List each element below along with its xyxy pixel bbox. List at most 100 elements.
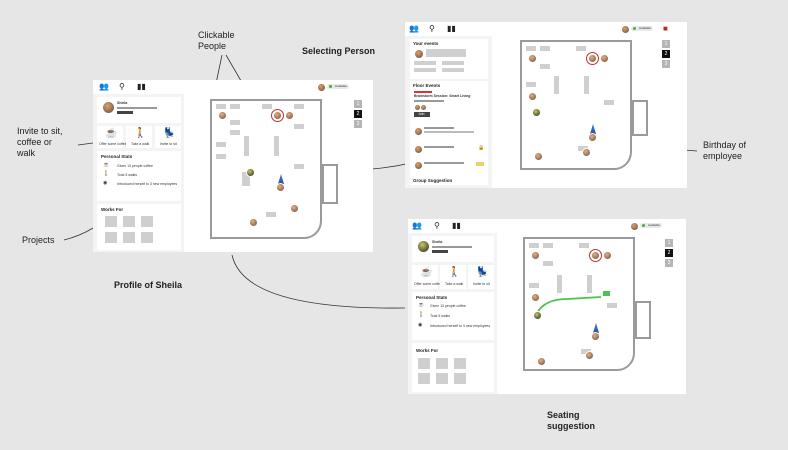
project-tile[interactable] [454,373,466,384]
event-tag[interactable] [414,68,436,72]
suggested-seat[interactable] [603,291,610,296]
person-marker[interactable] [531,251,540,260]
person-marker[interactable] [249,218,258,227]
person-marker[interactable] [290,204,299,213]
person-marker[interactable] [532,108,541,117]
search-icon[interactable]: ⚲ [119,82,125,91]
event-name: Brainstorm Session: Smart Living [414,94,471,98]
take-walk-button[interactable]: 🚶 Take a walk [126,126,152,148]
selected-person-ring[interactable] [586,52,599,65]
person-marker[interactable] [218,111,227,120]
person-marker[interactable] [603,251,612,260]
status-toggle[interactable]: Available [631,26,653,31]
personal-stats-title: Personal Stats [101,154,133,159]
desk [584,76,589,94]
project-tile[interactable] [123,216,135,227]
profile-avatar [417,240,430,253]
notification-icon[interactable]: ■ [663,24,668,33]
bar-chart-icon[interactable]: ▮▮ [137,82,146,91]
person-marker[interactable] [537,357,546,366]
offer-coffee-button[interactable]: ☕ Offer some coffee [97,126,127,148]
event-tag[interactable] [414,61,436,65]
person-marker[interactable] [534,152,543,161]
selected-person-ring[interactable] [589,249,602,262]
floor-button-2[interactable]: 2 [662,50,670,58]
offer-coffee-button[interactable]: ☕ Offer some coffee [412,265,442,289]
floor-button-3[interactable]: 3 [665,259,673,267]
project-tile[interactable] [141,216,153,227]
walk-icon: 🚶 [134,128,147,139]
invite-sit-button[interactable]: 💺 Invite to sit [468,265,494,289]
project-tile[interactable] [105,232,117,243]
bar-chart-icon[interactable]: ▮▮ [452,221,461,230]
project-tile[interactable] [454,358,466,369]
user-avatar[interactable] [317,83,326,92]
seat-icon: 💺 [163,128,176,139]
person-marker[interactable] [531,293,540,302]
project-tile[interactable] [105,216,117,227]
project-tile[interactable] [436,373,448,384]
person-marker[interactable] [273,111,282,120]
person-marker[interactable] [585,351,594,360]
person-marker[interactable] [588,54,597,63]
works-for-panel: Works For [97,204,181,250]
desk [554,76,559,94]
floor-button-1[interactable]: 1 [354,100,362,108]
project-tile[interactable] [436,358,448,369]
person-marker[interactable] [588,133,597,142]
person-marker[interactable] [533,311,542,320]
birthday-hat-icon [590,124,596,134]
floor-map: 1 2 3 [492,36,687,188]
floor-button-2[interactable]: 2 [665,249,673,257]
person-marker[interactable] [276,183,285,192]
annotation-seating-suggestion: Seating suggestion [547,410,596,431]
person-marker[interactable] [528,92,537,101]
search-icon[interactable]: ⚲ [434,221,440,230]
status-toggle[interactable]: Available [640,223,662,228]
search-icon[interactable]: ⚲ [429,24,435,33]
floor-button-1[interactable]: 1 [662,40,670,48]
desk [529,243,539,248]
message-avatar [414,145,423,154]
personal-stats-panel: Personal Stats ☕ Given 13 people coffee … [97,151,181,201]
event-tag[interactable] [442,61,464,65]
annotation-profile-of-sheila: Profile of Sheila [114,280,183,290]
top-bar: 👥 ⚲ ▮▮ Available [93,80,373,94]
take-walk-button[interactable]: 🚶 Take a walk [440,265,466,289]
person-marker[interactable] [591,251,600,260]
coffee-icon: ☕ [103,162,110,168]
project-tile[interactable] [418,373,430,384]
person-marker[interactable] [246,168,255,177]
person-marker[interactable] [528,54,537,63]
people-icon[interactable]: 👥 [99,82,109,91]
bar-chart-icon[interactable]: ▮▮ [447,24,456,33]
event-tag[interactable] [442,68,464,72]
user-avatar[interactable] [621,25,630,34]
personal-stats-title: Personal Stats [416,295,448,300]
message-line [424,131,474,133]
desk [576,46,586,51]
project-tile[interactable] [123,232,135,243]
people-icon[interactable]: 👥 [412,221,422,230]
floor-button-1[interactable]: 1 [665,239,673,247]
event-avatar [414,49,424,59]
floor-button-3[interactable]: 3 [354,120,362,128]
person-marker[interactable] [591,332,600,341]
selected-person-ring[interactable] [271,109,284,122]
person-marker[interactable] [600,54,609,63]
user-avatar[interactable] [630,222,639,231]
floor-button-3[interactable]: 3 [662,60,670,68]
desk [529,283,539,288]
person-marker[interactable] [285,111,294,120]
desk [230,130,240,135]
floor-button-2[interactable]: 2 [354,110,362,118]
people-icon[interactable]: 👥 [409,24,419,33]
join-event-button[interactable] [414,112,430,117]
person-marker[interactable] [582,148,591,157]
desk [242,172,250,186]
annotation-invite: Invite to sit, coffee or walk [17,126,63,158]
project-tile[interactable] [418,358,430,369]
project-tile[interactable] [141,232,153,243]
status-toggle[interactable]: Available [327,84,349,89]
invite-sit-button[interactable]: 💺 Invite to sit [155,126,181,148]
